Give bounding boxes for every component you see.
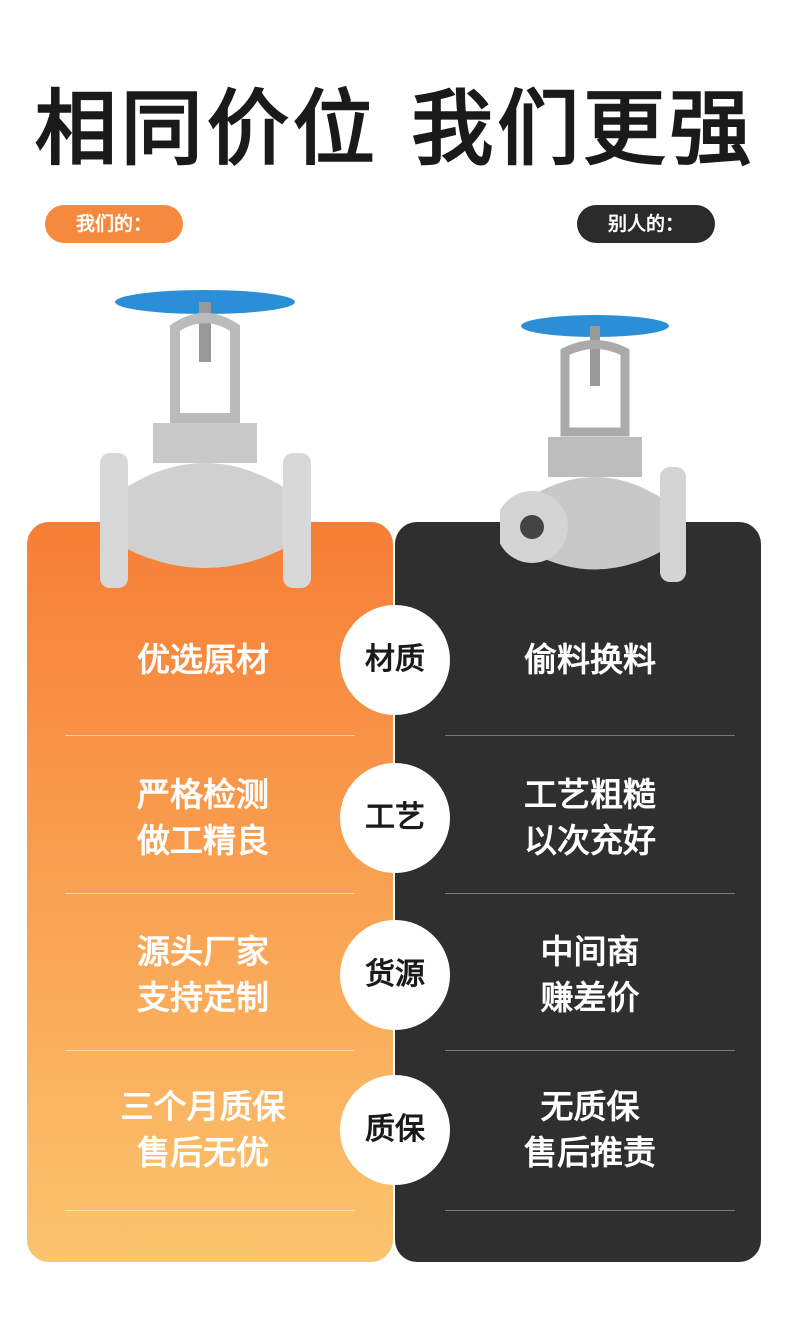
- our-valve-image: [100, 290, 311, 588]
- divider: [65, 893, 355, 894]
- category-badge: 工艺: [340, 763, 450, 873]
- category-badge: 材质: [340, 605, 450, 715]
- ours-1: 严格检测做工精良: [137, 775, 269, 860]
- divider: [65, 1050, 355, 1051]
- divider: [445, 1210, 735, 1211]
- others-panel: [395, 522, 761, 1262]
- divider: [445, 735, 735, 736]
- ours-0: 优选原材: [137, 640, 269, 679]
- category-badge: 货源: [340, 920, 450, 1030]
- divider: [445, 1050, 735, 1051]
- others-1: 工艺粗糙以次充好: [524, 775, 656, 860]
- other-valve-image: [500, 315, 686, 582]
- ours-2: 源头厂家支持定制: [137, 932, 269, 1017]
- ours-3: 三个月质保售后无优: [120, 1087, 286, 1172]
- ours-panel: [27, 522, 393, 1262]
- divider: [65, 1210, 355, 1211]
- ours-label: 我们的：: [45, 205, 183, 243]
- others-0: 偷料换料: [524, 640, 656, 679]
- others-2: 中间商赚差价: [540, 932, 640, 1017]
- category-badge: 质保: [340, 1075, 450, 1185]
- divider: [65, 735, 355, 736]
- page-title: 相同价位 我们更强: [34, 82, 756, 177]
- others-3: 无质保售后推责: [524, 1087, 656, 1172]
- divider: [445, 893, 735, 894]
- others-label: 别人的：: [577, 205, 715, 243]
